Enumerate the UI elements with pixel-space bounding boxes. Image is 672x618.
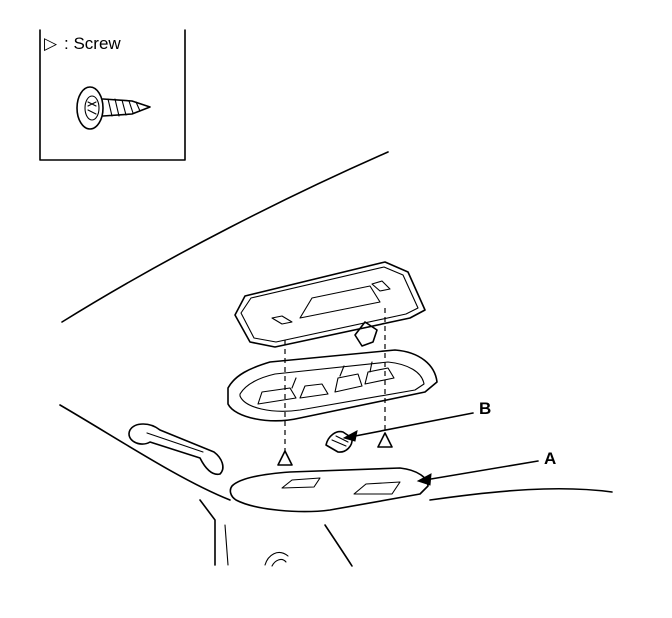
- screw-icon: [76, 86, 151, 130]
- callout-a: A: [416, 449, 556, 486]
- legend-text: : Screw: [64, 34, 121, 53]
- grab-handle: [128, 423, 224, 476]
- callout-a-label: A: [544, 449, 556, 468]
- alignment-lines: [284, 308, 386, 456]
- bulb-b: [325, 430, 353, 453]
- light-housing: [227, 349, 438, 422]
- lens-cover-a: [229, 467, 429, 513]
- legend-box: ▷ : Screw: [39, 29, 186, 161]
- callout-b-label: B: [479, 399, 491, 418]
- open-triangle-icon: [377, 432, 393, 448]
- legend-symbol: ▷: [44, 34, 58, 53]
- arrow-icon: [416, 473, 432, 486]
- arrow-icon: [342, 430, 358, 442]
- roof-headliner: [59, 151, 613, 567]
- open-triangle-icon: [277, 450, 293, 466]
- mounting-plate: [234, 261, 426, 348]
- screw-markers: [277, 432, 393, 466]
- callout-b: B: [342, 399, 491, 442]
